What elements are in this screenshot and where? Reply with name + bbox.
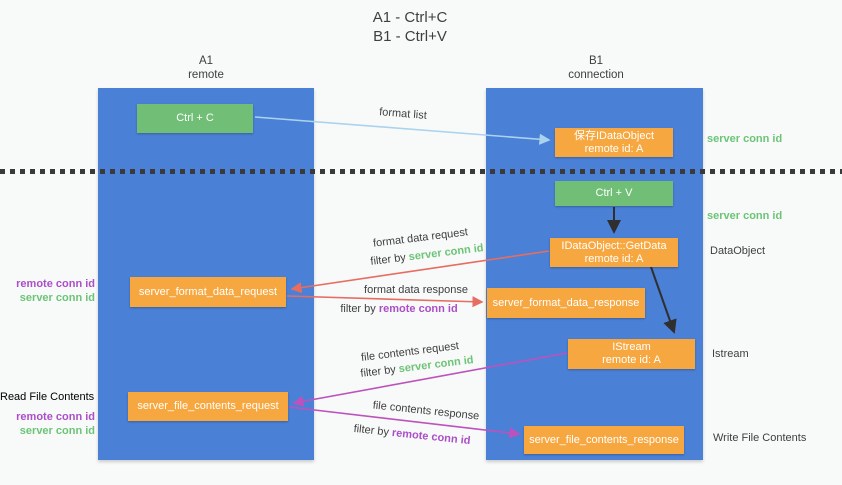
lane-header-a1: A1 remote [146,54,266,82]
ctrl-v-label: Ctrl + V [595,187,633,199]
istream-line1: IStream [612,341,651,353]
lane-b1-name: B1 [588,55,604,67]
server-conn-id-label: server conn id [19,292,95,304]
server-format-data-response-box: server_format_data_response [487,288,645,318]
diagram-title: A1 - Ctrl+C B1 - Ctrl+V [300,8,520,46]
server-file-contents-request-box: server_file_contents_request [128,392,288,421]
arrow-format-data-request [290,250,550,294]
getdata-line2: remote id: A [584,252,644,265]
lane-a1-role: remote [188,69,224,81]
format-data-response-label: format data response [364,284,468,296]
server-conn-id-label: server conn id [19,425,95,437]
ctrl-c-label: Ctrl + C [176,112,214,124]
read-file-contents-label-wrap: Read File Contents [0,390,95,404]
dataobject-label: DataObject [710,245,766,257]
remote-conn-id-text: remote conn id [378,303,458,315]
istream-side-label: Istream [712,348,749,360]
title-line-b1: B1 - Ctrl+V [373,28,447,45]
getdata-line1: IDataObject::GetData [561,239,667,252]
save-idataobject-line2: remote id: A [584,142,644,155]
arrow-getdata-to-istream [650,266,677,334]
arrow-format-data-response [286,295,484,308]
server-file-contents-response-box: server_file_contents_response [524,426,684,454]
lane-header-b1: B1 connection [536,54,656,82]
ctrl-c-box: Ctrl + C [137,104,253,133]
server-file-contents-request-label: server_file_contents_request [137,400,279,412]
title-line-a1: A1 - Ctrl+C [372,9,448,26]
save-idataobject-line1: 保存IDataObject [573,129,655,142]
arrow-file-contents-response [288,406,521,439]
write-file-contents-label: Write File Contents [713,432,807,444]
server-format-data-request-box: server_format_data_request [130,277,286,307]
read-file-contents-label: Read File Contents [0,391,95,403]
lane-a1-name: A1 [198,55,214,67]
dotted-divider [0,169,842,174]
ctrl-v-box: Ctrl + V [555,181,673,206]
server-format-data-response-label: server_format_data_response [492,296,640,309]
istream-box: IStream remote id: A [568,339,695,369]
arrow-file-contents-request [292,352,568,407]
server-conn-id-top-label: server conn id [707,133,783,145]
server-format-data-request-label: server_format_data_request [138,285,278,298]
conn-id-pair-bottom: remote conn id server conn id [0,410,95,438]
lane-b1-role: connection [568,69,624,81]
istream-line2: remote id: A [602,354,661,366]
server-conn-id-mid-label: server conn id [707,210,783,222]
conn-id-pair-top: remote conn id server conn id [0,277,95,305]
format-data-response-filter-label: filter by remote conn id [340,303,458,315]
save-idataobject-box: 保存IDataObject remote id: A [555,128,673,157]
getdata-box: IDataObject::GetData remote id: A [550,238,678,267]
remote-conn-id-label: remote conn id [16,411,95,423]
server-file-contents-response-label: server_file_contents_response [529,433,679,446]
filter-by-text: filter by [340,303,376,315]
remote-conn-id-label: remote conn id [16,278,95,290]
arrow-format-list [254,116,551,145]
